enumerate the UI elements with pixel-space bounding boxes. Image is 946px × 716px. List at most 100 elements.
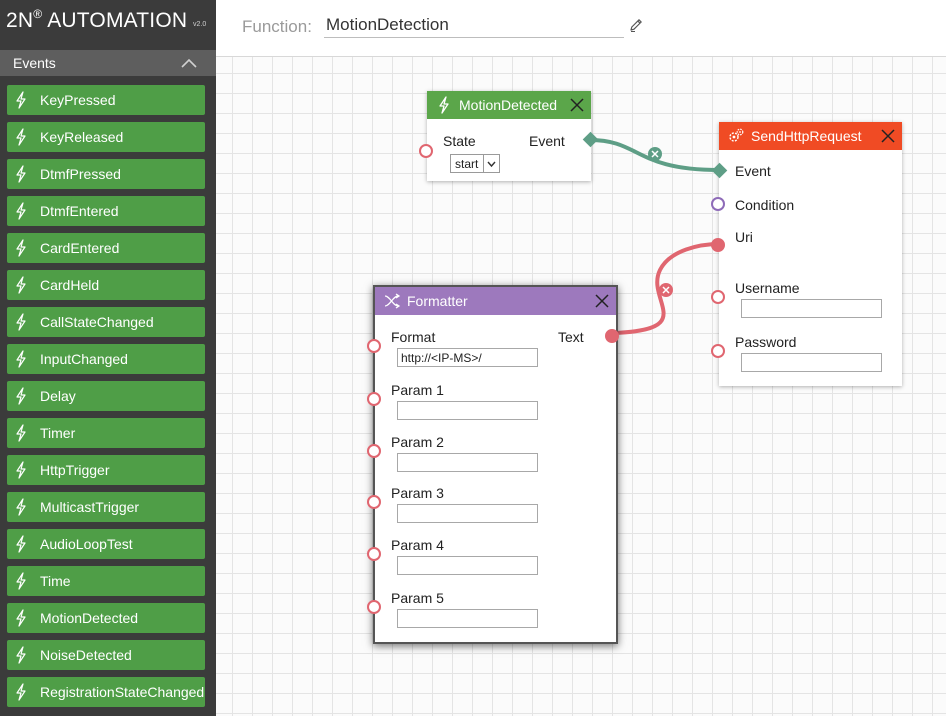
event-item-callstatechanged[interactable]: CallStateChanged <box>7 307 205 337</box>
lightning-icon <box>16 202 26 220</box>
events-section-header[interactable]: Events <box>0 50 216 76</box>
event-item-dtmfpressed[interactable]: DtmfPressed <box>7 159 205 189</box>
param-2-field[interactable] <box>397 453 538 472</box>
event-item-inputchanged[interactable]: InputChanged <box>7 344 205 374</box>
lightning-icon <box>16 535 26 553</box>
format-input-port[interactable] <box>367 339 381 353</box>
event-item-label: KeyReleased <box>40 129 124 145</box>
param-4-input-port[interactable] <box>367 547 381 561</box>
event-item-audiolooptest[interactable]: AudioLoopTest <box>7 529 205 559</box>
event-item-registrationstatechanged[interactable]: RegistrationStateChanged <box>7 677 205 707</box>
event-item-httptrigger[interactable]: HttpTrigger <box>7 455 205 485</box>
username-field[interactable] <box>741 299 882 318</box>
node-header[interactable]: MotionDetected <box>427 91 591 119</box>
node-send-http-request[interactable]: SendHttpRequest Event Condition Uri User… <box>711 122 902 386</box>
lightning-icon <box>16 165 26 183</box>
param-3-field[interactable] <box>397 504 538 523</box>
event-item-delay[interactable]: Delay <box>7 381 205 411</box>
event-item-label: HttpTrigger <box>40 462 110 478</box>
events-section-title: Events <box>13 55 56 71</box>
node-header[interactable]: Formatter <box>375 287 616 315</box>
node-motion-detected[interactable]: MotionDetected State Event start <box>419 91 599 181</box>
brand-version: v2.0 <box>193 21 207 28</box>
param-3-label: Param 3 <box>391 485 444 501</box>
event-item-label: DtmfPressed <box>40 166 121 182</box>
lightning-icon <box>16 498 26 516</box>
event-item-label: MotionDetected <box>40 610 139 626</box>
event-item-keyreleased[interactable]: KeyReleased <box>7 122 205 152</box>
lightning-icon <box>16 313 26 331</box>
lightning-icon <box>16 128 26 146</box>
param-2-input-port[interactable] <box>367 444 381 458</box>
event-item-label: KeyPressed <box>40 92 116 108</box>
event-item-time[interactable]: Time <box>7 566 205 596</box>
chevron-up-icon[interactable] <box>179 56 199 70</box>
param-1-input-port[interactable] <box>367 392 381 406</box>
lightning-icon <box>16 572 26 590</box>
state-input-port[interactable] <box>419 144 433 158</box>
event-item-cardentered[interactable]: CardEntered <box>7 233 205 263</box>
uri-label: Uri <box>735 229 753 245</box>
event-item-multicasttrigger[interactable]: MulticastTrigger <box>7 492 205 522</box>
lightning-icon <box>16 91 26 109</box>
param-1-label: Param 1 <box>391 382 444 398</box>
event-item-label: MulticastTrigger <box>40 499 140 515</box>
param-5-input-port[interactable] <box>367 600 381 614</box>
gears-icon <box>729 128 744 142</box>
event-item-noisedetected[interactable]: NoiseDetected <box>7 640 205 670</box>
username-input-port[interactable] <box>711 290 725 304</box>
close-icon[interactable] <box>569 97 585 113</box>
event-item-label: RegistrationStateChanged <box>40 684 205 700</box>
event-item-label: Delay <box>40 388 76 404</box>
brand-logo: 2N® AUTOMATION v2.0 <box>0 0 216 48</box>
close-icon[interactable] <box>880 128 896 144</box>
event-item-cardheld[interactable]: CardHeld <box>7 270 205 300</box>
text-output-label: Text <box>558 329 584 345</box>
condition-input-port[interactable] <box>711 197 725 211</box>
password-field[interactable] <box>741 353 882 372</box>
format-field[interactable] <box>397 348 538 367</box>
param-4-field[interactable] <box>397 556 538 575</box>
text-output-port[interactable] <box>605 329 619 343</box>
pencil-icon[interactable] <box>628 17 644 33</box>
lightning-icon <box>439 96 449 114</box>
event-output-label: Event <box>529 133 565 149</box>
event-item-dtmfentered[interactable]: DtmfEntered <box>7 196 205 226</box>
event-item-label: AudioLoopTest <box>40 536 133 552</box>
event-item-label: InputChanged <box>40 351 128 367</box>
brand-name: 2N® AUTOMATION <box>6 7 188 32</box>
event-item-label: CardHeld <box>40 277 100 293</box>
lightning-icon <box>16 387 26 405</box>
node-title: SendHttpRequest <box>751 128 862 144</box>
param-3-input-port[interactable] <box>367 495 381 509</box>
state-label: State <box>443 133 476 149</box>
state-select-value: start <box>455 157 479 171</box>
condition-label: Condition <box>735 197 795 213</box>
lightning-icon <box>16 350 26 368</box>
lightning-icon <box>16 276 26 294</box>
password-input-port[interactable] <box>711 344 725 358</box>
event-item-label: NoiseDetected <box>40 647 132 663</box>
lightning-icon <box>16 646 26 664</box>
event-item-motiondetected[interactable]: MotionDetected <box>7 603 205 633</box>
lightning-icon <box>16 239 26 257</box>
event-item-label: CallStateChanged <box>40 314 154 330</box>
close-icon[interactable] <box>594 293 610 309</box>
function-name-input[interactable] <box>324 13 624 38</box>
format-label: Format <box>391 329 436 345</box>
node-title: Formatter <box>407 293 468 309</box>
shuffle-icon <box>384 293 401 309</box>
node-header[interactable]: SendHttpRequest <box>719 122 902 150</box>
function-label: Function: <box>242 17 312 36</box>
event-item-keypressed[interactable]: KeyPressed <box>7 85 205 115</box>
chevron-down-icon[interactable] <box>483 155 499 172</box>
param-1-field[interactable] <box>397 401 538 420</box>
event-item-timer[interactable]: Timer <box>7 418 205 448</box>
uri-input-port[interactable] <box>711 238 725 252</box>
state-select[interactable]: start <box>450 154 500 173</box>
param-5-field[interactable] <box>397 609 538 628</box>
lightning-icon <box>16 683 26 701</box>
event-item-label: CardEntered <box>40 240 120 256</box>
